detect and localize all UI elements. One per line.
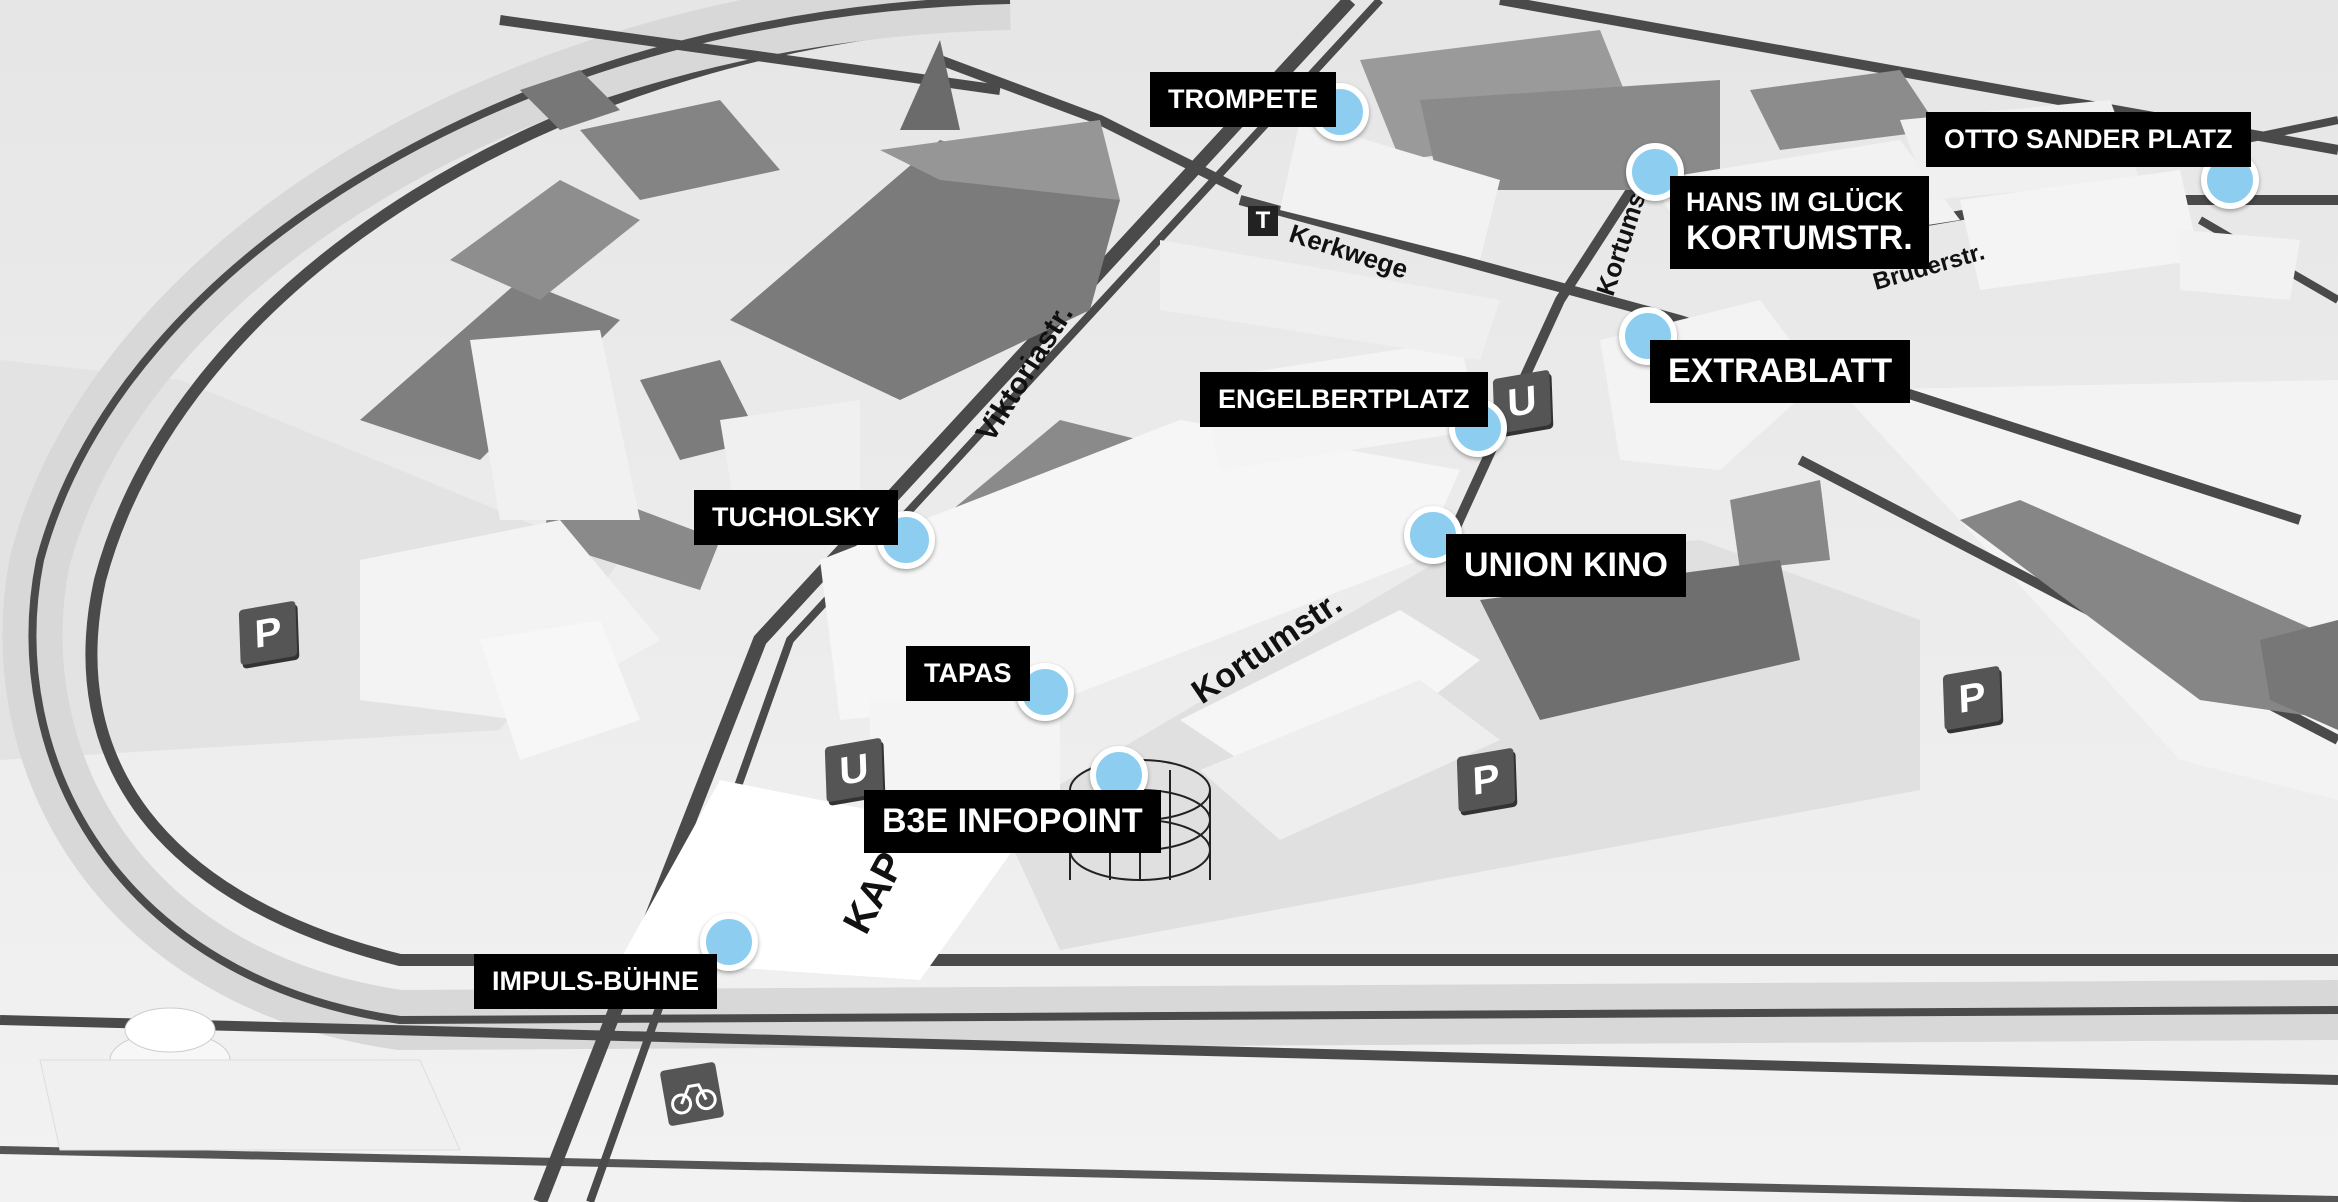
ring-road-inner	[28, 0, 2338, 1025]
marker-impuls-buehne[interactable]	[700, 913, 758, 971]
label-hans-line1: HANS IM GLÜCK	[1686, 187, 1904, 217]
label-trompete[interactable]: TROMPETE	[1150, 72, 1337, 128]
label-impuls-buehne[interactable]: IMPULS-BÜHNE	[474, 954, 717, 1010]
bicycle-icon	[660, 1062, 724, 1126]
dark-block-east	[1960, 500, 2338, 720]
label-hans-line2: KORTUMSTR.	[1686, 219, 1913, 258]
label-tucholsky[interactable]: TUCHOLSKY	[694, 490, 898, 546]
label-otto-sander-platz[interactable]: OTTO SANDER PLATZ	[1926, 112, 2251, 168]
ring-road-outer	[85, 14, 2338, 966]
church-hall	[730, 140, 1120, 400]
bottom-road-2	[0, 1146, 2338, 1202]
church-spire	[900, 40, 960, 130]
label-b3e-infopoint[interactable]: B3E INFOPOINT	[864, 790, 1161, 854]
parking-sign-east: P	[1942, 665, 2002, 731]
bottom-road	[0, 1015, 2338, 1085]
label-engelbertplatz[interactable]: ENGELBERTPLATZ	[1200, 372, 1488, 428]
tram-stop-icon: T	[1248, 206, 1278, 236]
kortumstr-buildings	[820, 420, 1460, 720]
label-hans-im-glueck[interactable]: HANS IM GLÜCK KORTUMSTR.	[1670, 176, 1929, 270]
marker-extrablatt[interactable]	[1619, 307, 1677, 365]
parking-sign-west: P	[238, 600, 298, 666]
label-tapas[interactable]: TAPAS	[906, 646, 1030, 702]
label-extrablatt[interactable]: EXTRABLATT	[1650, 340, 1911, 404]
parking-sign-south: P	[1456, 747, 1516, 813]
viktoriastr-road	[533, 0, 1356, 1202]
label-union-kino[interactable]: UNION KINO	[1446, 534, 1686, 598]
